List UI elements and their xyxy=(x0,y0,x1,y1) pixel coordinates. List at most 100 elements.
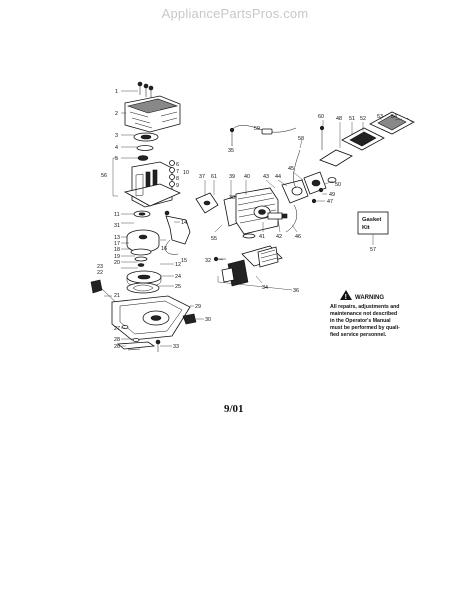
gasket-kit-line1: Gasket xyxy=(362,217,381,223)
callout-25: 25 xyxy=(175,284,181,290)
callout-37: 37 xyxy=(199,174,205,180)
callout-31: 31 xyxy=(114,223,120,229)
callout-22: 22 xyxy=(97,270,103,276)
callout-43: 43 xyxy=(263,174,269,180)
callout-32: 32 xyxy=(205,258,211,264)
warning-line-4: must be performed by quali- xyxy=(330,325,400,331)
part-small-parts-27-28 xyxy=(116,325,156,351)
callout-34: 34 xyxy=(262,285,268,291)
callout-11: 11 xyxy=(114,212,120,218)
callout-5: 5 xyxy=(115,156,118,162)
part-nut-5 xyxy=(137,155,149,161)
part-washer-11 xyxy=(133,210,151,218)
part-starter-housing-29 xyxy=(111,295,191,341)
part-washer-4 xyxy=(136,145,154,151)
callout-42: 42 xyxy=(276,234,282,240)
callout-40: 40 xyxy=(244,174,250,180)
callout-30: 30 xyxy=(205,317,211,323)
part-bearings-6-9 xyxy=(169,160,175,187)
callout-6: 6 xyxy=(176,162,179,168)
callout-47: 47 xyxy=(327,199,333,205)
callout-49: 49 xyxy=(329,192,335,198)
callout-13: 13 xyxy=(114,235,120,241)
callout-27: 27 xyxy=(114,326,120,332)
gasket-kit-line2: Kit xyxy=(362,225,370,231)
callout-labels: 1 2 3 4 5 6 7 8 9 10 11 12 13 14 15 16 1… xyxy=(97,89,397,350)
callout-4: 4 xyxy=(115,145,118,151)
callout-12: 12 xyxy=(175,262,181,268)
callout-7: 7 xyxy=(176,169,179,175)
site-watermark: AppliancePartsPros.com xyxy=(161,6,309,21)
part-carburetor-43-45 xyxy=(281,171,327,204)
callout-39: 39 xyxy=(229,174,235,180)
callout-56: 56 xyxy=(101,173,107,179)
callout-53: 53 xyxy=(377,114,383,120)
warning-title: WARNING xyxy=(355,295,384,301)
part-recoil-screen-34 xyxy=(221,245,283,287)
part-screws-top xyxy=(137,81,154,99)
callout-59: 59 xyxy=(254,126,260,132)
callout-41: 41 xyxy=(259,234,265,240)
callout-16: 16 xyxy=(161,246,167,252)
callout-23: 23 xyxy=(97,264,103,270)
part-screw-32 xyxy=(213,256,226,262)
part-fuel-filter-58-59 xyxy=(261,128,273,135)
callout-33: 33 xyxy=(173,344,179,350)
part-fuel-line-35 xyxy=(229,125,297,146)
gasket-kit-box: Gasket Kit 57 xyxy=(357,211,389,253)
part-flywheel-13 xyxy=(126,229,160,253)
callout-10: 10 xyxy=(183,170,189,176)
callout-3: 3 xyxy=(115,133,118,139)
callout-44: 44 xyxy=(275,174,281,180)
callout-58: 58 xyxy=(298,136,304,142)
part-engine-cover xyxy=(124,95,181,133)
callout-46: 46 xyxy=(295,234,301,240)
callout-1: 1 xyxy=(115,89,118,95)
warning-line-2: maintenance not described xyxy=(330,311,397,317)
callout-51: 51 xyxy=(349,116,355,122)
callout-20: 20 xyxy=(114,260,120,266)
callout-55: 55 xyxy=(211,236,217,242)
warning-line-5: fied service personnel. xyxy=(330,332,387,338)
callout-18: 18 xyxy=(114,247,120,253)
callout-38: 38 xyxy=(229,195,235,201)
part-rewind-spring-25 xyxy=(126,282,160,294)
callout-9: 9 xyxy=(176,183,179,189)
callout-52: 52 xyxy=(360,116,366,122)
part-intake-37 xyxy=(195,192,219,214)
callout-61: 61 xyxy=(211,174,217,180)
callout-36: 36 xyxy=(293,288,299,294)
callout-35: 35 xyxy=(228,148,234,154)
callout-26: 26 xyxy=(114,344,120,350)
callout-50: 50 xyxy=(335,182,341,188)
callout-45: 45 xyxy=(288,166,294,172)
callout-48: 48 xyxy=(336,116,342,122)
callout-19: 19 xyxy=(114,254,120,260)
date-code: 9/01 xyxy=(224,403,244,415)
callout-17: 17 xyxy=(114,241,120,247)
part-screws-47-50 xyxy=(311,177,337,204)
part-screw-33 xyxy=(155,339,161,352)
callout-2: 2 xyxy=(115,111,118,117)
part-gasket-3 xyxy=(133,132,159,142)
part-throttle-cable-46 xyxy=(285,149,301,233)
callout-29: 29 xyxy=(195,304,201,310)
callout-24: 24 xyxy=(175,274,181,280)
warning-triangle-icon: ! xyxy=(340,290,352,301)
warning-notice: ! WARNING All repairs, adjustments and m… xyxy=(330,290,400,338)
part-ignition-coil-14 xyxy=(164,210,191,255)
leader-lines xyxy=(104,90,403,347)
part-spark-plug-42 xyxy=(267,212,288,220)
part-cylinder-40 xyxy=(235,187,279,235)
part-air-cleaner-48-54 xyxy=(319,111,415,167)
callout-60: 60 xyxy=(318,114,324,120)
warning-line-1: All repairs, adjustments and xyxy=(330,304,399,310)
part-ring-41 xyxy=(242,233,256,239)
callout-54: 54 xyxy=(391,114,397,120)
callout-15: 15 xyxy=(181,258,187,264)
gasket-kit-number: 57 xyxy=(370,247,376,253)
svg-text:!: ! xyxy=(345,294,347,301)
callout-21: 21 xyxy=(114,293,120,299)
part-grommet-30 xyxy=(182,313,197,325)
